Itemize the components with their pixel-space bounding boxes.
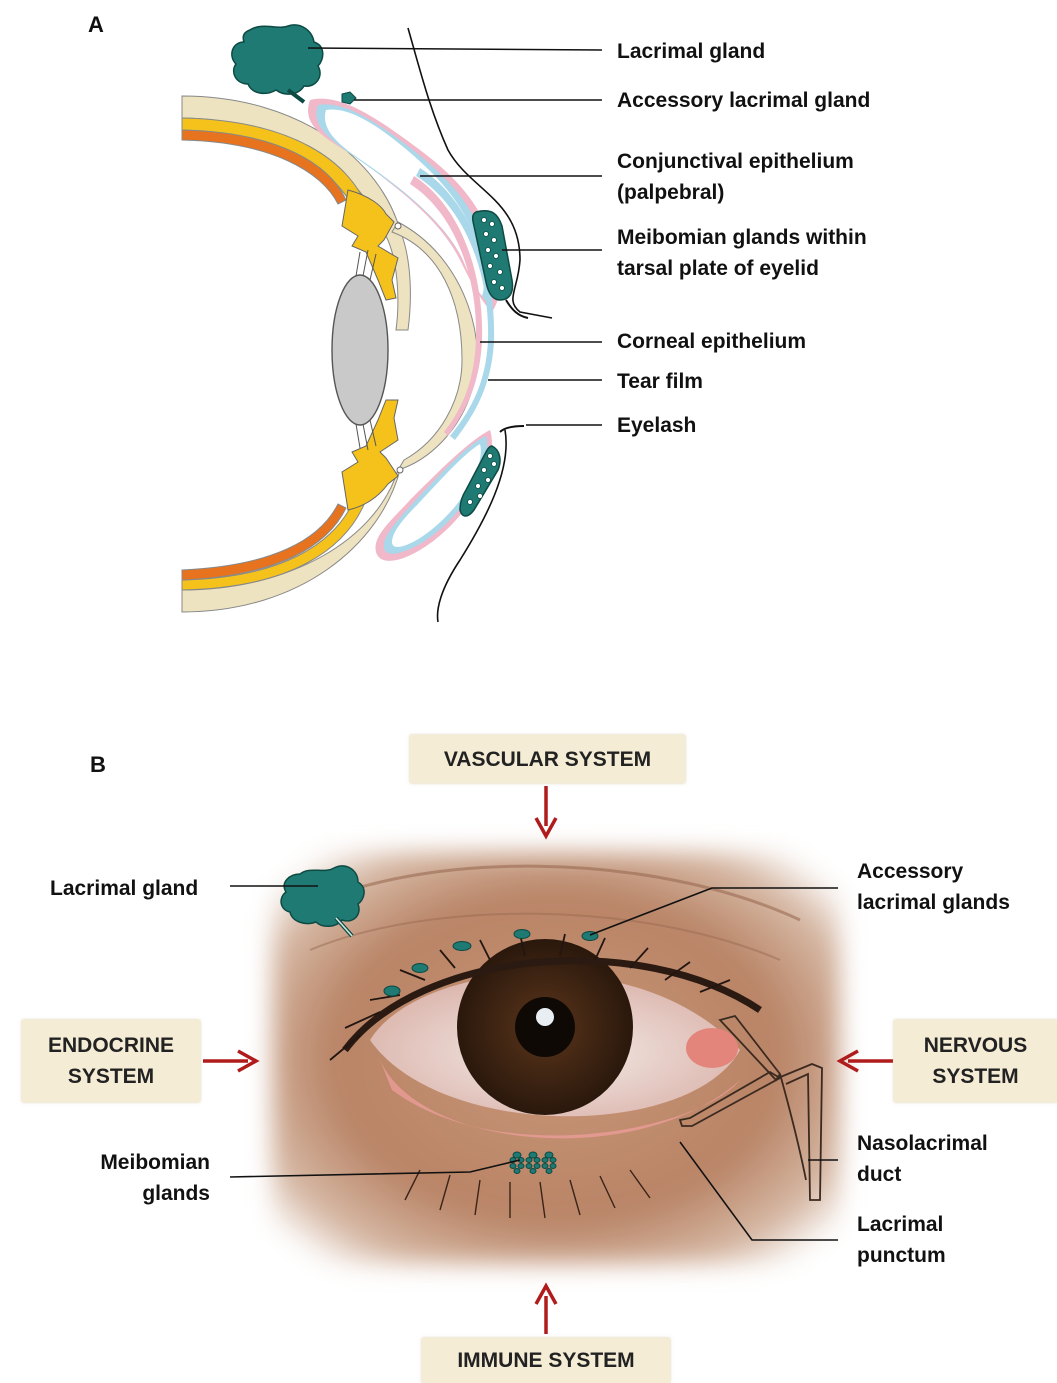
pupil — [515, 997, 575, 1057]
vascular-system-box: VASCULAR SYSTEM — [410, 735, 685, 783]
nervous-arrow — [840, 1051, 893, 1071]
label-lacrimal-punctum: Lacrimal punctum — [857, 1209, 946, 1271]
endocrine-line2: SYSTEM — [68, 1061, 154, 1092]
label-meibomian-glands-b: Meibomian glands — [80, 1147, 210, 1209]
meibomian-b-line2: glands — [80, 1178, 210, 1209]
endocrine-line1: ENDOCRINE — [48, 1030, 174, 1061]
nervous-system-box: NERVOUS SYSTEM — [894, 1020, 1057, 1102]
nasolacrimal-line1: Nasolacrimal — [857, 1128, 988, 1159]
label-nasolacrimal-duct: Nasolacrimal duct — [857, 1128, 988, 1190]
immune-system-box: IMMUNE SYSTEM — [422, 1338, 670, 1383]
punctum-line2: punctum — [857, 1240, 946, 1271]
nervous-line2: SYSTEM — [932, 1061, 1018, 1092]
immune-arrow — [536, 1286, 556, 1334]
accessory-line2: lacrimal glands — [857, 887, 1010, 918]
endocrine-system-box: ENDOCRINE SYSTEM — [22, 1020, 200, 1102]
lacrimal-gland-b — [281, 866, 364, 926]
vascular-arrow — [536, 786, 556, 836]
punctum-line1: Lacrimal — [857, 1209, 946, 1240]
accessory-line1: Accessory — [857, 856, 1010, 887]
label-lacrimal-gland-b: Lacrimal gland — [50, 873, 198, 904]
nervous-line1: NERVOUS — [924, 1030, 1027, 1061]
label-accessory-lacrimal-glands: Accessory lacrimal glands — [857, 856, 1010, 918]
meibomian-b-line1: Meibomian — [80, 1147, 210, 1178]
nasolacrimal-line2: duct — [857, 1159, 988, 1190]
endocrine-arrow — [203, 1051, 256, 1071]
